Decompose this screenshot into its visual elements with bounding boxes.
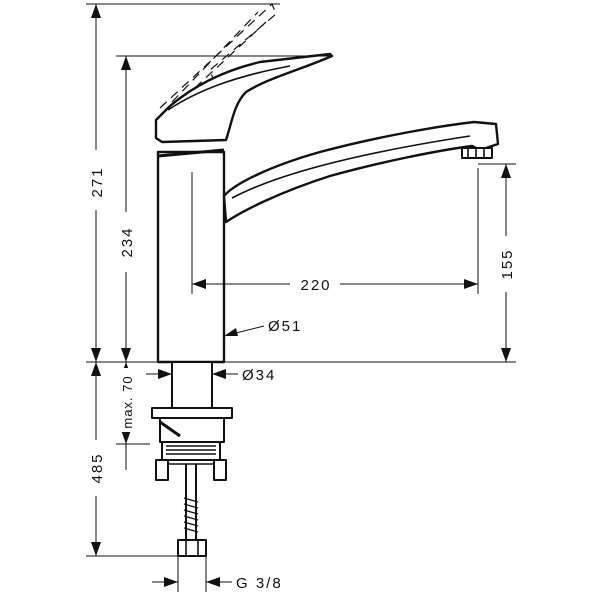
max-thickness-label: max. 70	[120, 375, 135, 428]
dimension-body-diameter: Ø51	[223, 318, 302, 337]
spout-reach-label: 220	[300, 277, 331, 294]
dimension-hose-length: 485	[86, 362, 178, 557]
spout	[222, 120, 500, 224]
shank	[151, 361, 233, 443]
lever-handle	[154, 52, 334, 144]
connection-thread-label: G 3/8	[236, 575, 283, 592]
dimension-lever-height: 234	[116, 55, 332, 362]
hose-length-label: 485	[89, 452, 106, 483]
dimension-spout-height: 155	[478, 163, 516, 362]
total-height-label: 271	[89, 166, 106, 197]
mounting-nut	[155, 441, 227, 481]
dimension-shank-diameter: Ø34	[146, 367, 276, 384]
dimension-total-height: 271	[86, 3, 280, 362]
lever-height-label: 234	[119, 226, 136, 257]
spout-height-label: 155	[499, 248, 516, 279]
faucet-body	[156, 148, 226, 364]
dimension-spout-reach: 220	[191, 168, 479, 294]
dimension-connection-thread: G 3/8	[152, 556, 283, 592]
supply-hose	[177, 464, 207, 557]
dimension-max-thickness: max. 70	[116, 362, 150, 470]
body-diameter-label: Ø51	[268, 318, 302, 335]
shank-diameter-label: Ø34	[242, 367, 276, 384]
